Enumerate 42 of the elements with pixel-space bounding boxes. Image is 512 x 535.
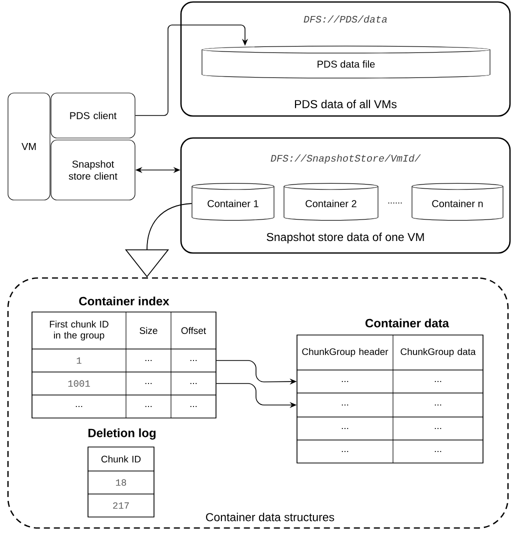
cylinder: Container 2 [284,183,378,221]
cell-text: ... [190,406,197,407]
client-box: Snapshot store client [50,140,136,200]
table-title: Deletion log [88,428,156,440]
cell-text: Size [140,327,158,334]
cell-text: Offset [181,327,206,334]
cell-text: ... [145,406,152,407]
cell-text: ... [342,381,348,382]
cylinder: Container 1 [192,183,274,221]
cell-text: ... [342,404,348,406]
cell-text: 1 [76,357,82,364]
cell-text: ... [190,360,197,361]
vm-box: VM [8,92,50,200]
group-caption: Container data structures [206,512,334,522]
cell-text: 18 [116,479,126,486]
cell-text: ChunkGroup header [302,348,388,357]
cell-text: ... [434,428,442,430]
ellipsis-text: ...... [388,202,402,204]
table-title: Container index [79,296,170,306]
cell-text: 1001 [68,380,90,387]
cylinder: Container n [412,183,504,221]
cell-text: First chunk ID in the group [50,320,108,340]
path-text: DFS://SnapshotStore/VmId/ [270,154,421,164]
table-title: Container data [365,318,450,328]
cell-text: Chunk ID [101,456,141,462]
cylinder: PDS data file [202,46,490,78]
client-box: PDS client [50,92,136,138]
cell-text: ... [434,404,442,406]
cell-text: ... [434,451,442,452]
cell-text: 217 [113,502,129,509]
cell-text: ... [342,451,348,452]
cell-text: ChunkGroup data [400,348,476,357]
cell-text: ... [190,383,197,384]
arrow [134,24,248,116]
panel-caption: PDS data of all VMs [295,100,397,108]
cell-text: ... [145,360,152,361]
cell-text: ... [76,406,82,407]
cell-text: ... [342,428,348,430]
cell-text: ... [434,381,442,382]
cell-text: ... [145,383,152,384]
panel-caption: Snapshot store data of one VM [266,232,424,244]
path-text: DFS://PDS/data [304,15,387,23]
